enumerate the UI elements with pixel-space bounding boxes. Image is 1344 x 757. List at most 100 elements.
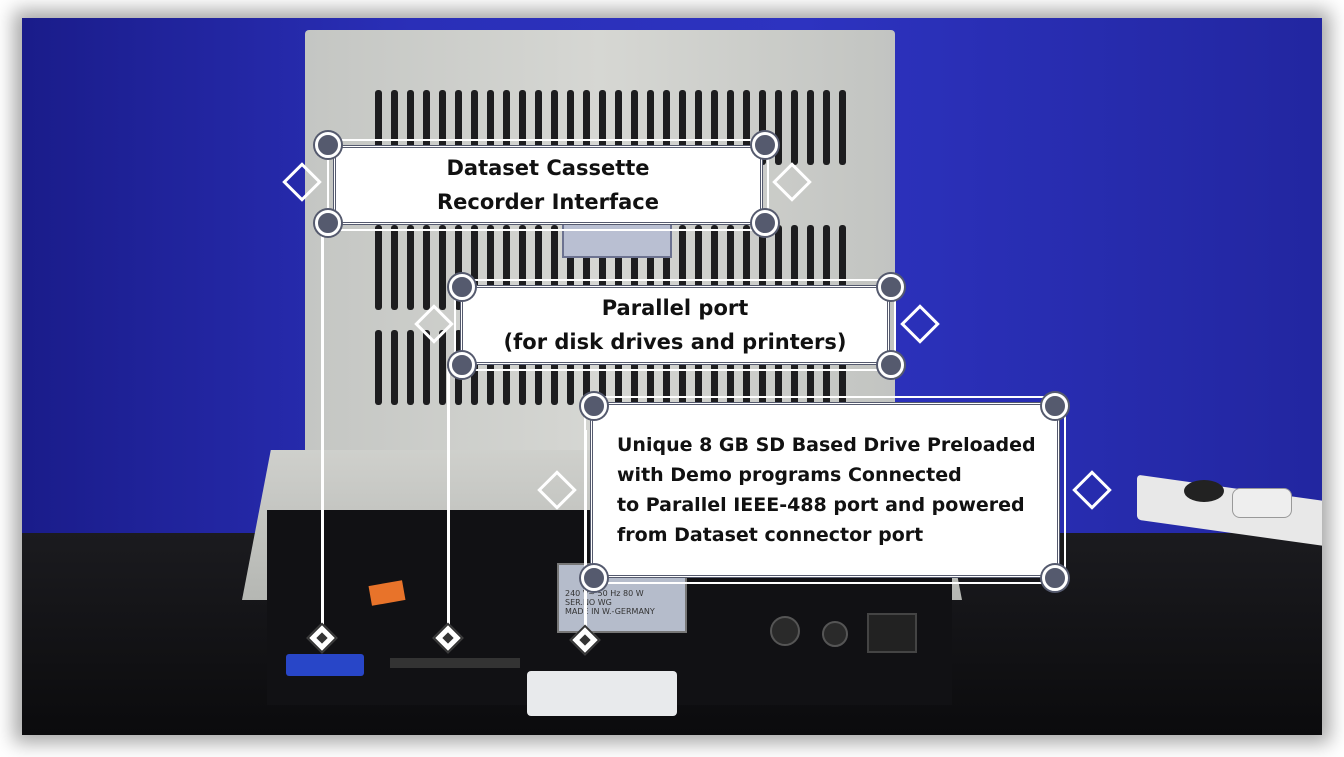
vent-slot	[567, 330, 574, 405]
vent-slot	[487, 90, 494, 165]
callout-text: Recorder Interface	[437, 190, 659, 214]
ornament-icon	[449, 352, 475, 378]
vent-slot	[615, 225, 622, 310]
vent-slot	[743, 225, 750, 310]
vent-slot	[487, 330, 494, 405]
vent-slot	[807, 90, 814, 165]
vent-slot	[551, 225, 558, 310]
vent-slot	[535, 330, 542, 405]
vent-slot	[663, 330, 670, 405]
vent-slot	[647, 90, 654, 165]
vent-slot	[567, 90, 574, 165]
vent-slot	[487, 225, 494, 310]
vent-slot	[535, 90, 542, 165]
callout-text: from Dataset connector port	[617, 524, 924, 546]
vent-slot	[663, 90, 670, 165]
vent-slot	[599, 225, 606, 310]
vent-slot	[423, 330, 430, 405]
connector-round	[822, 621, 848, 647]
ornament-icon	[449, 274, 475, 300]
vent-slot	[407, 330, 414, 405]
vent-slot	[551, 330, 558, 405]
vent-slot	[775, 90, 782, 165]
vent-slot	[775, 225, 782, 310]
ornament-icon	[315, 132, 341, 158]
callout-sd-drive: Unique 8 GB SD Based Drive Preloaded wit…	[584, 396, 1066, 584]
callout-text: (for disk drives and printers)	[503, 330, 847, 354]
ornament-icon	[752, 132, 778, 158]
vent-slot	[439, 330, 446, 405]
callout-text: to Parallel IEEE-488 port and powered	[617, 494, 1025, 516]
vent-slot	[791, 225, 798, 310]
callout-dataset-interface: Dataset Cassette Recorder Interface	[327, 139, 769, 231]
vent-slot	[599, 90, 606, 165]
vent-slot	[375, 225, 382, 310]
callout-text: Unique 8 GB SD Based Drive Preloaded	[617, 434, 1036, 456]
vent-slot	[535, 225, 542, 310]
vent-slot	[743, 90, 750, 165]
plug	[1232, 488, 1292, 518]
vent-slot	[791, 90, 798, 165]
vent-slot	[615, 330, 622, 405]
vent-slot	[679, 225, 686, 310]
parallel-port-slot	[390, 658, 520, 668]
power-socket	[867, 613, 917, 653]
ornament-icon	[1042, 565, 1068, 591]
rating-text: 240 V~ 50 Hz 80 W	[565, 589, 644, 598]
ornament-icon	[315, 210, 341, 236]
ornament-icon	[878, 352, 904, 378]
vent-slot	[647, 225, 654, 310]
vent-slot	[503, 225, 510, 310]
vent-slot	[759, 330, 766, 405]
serial-text: SER.NO WG	[565, 598, 612, 607]
vent-slot	[647, 330, 654, 405]
vent-slot	[823, 225, 830, 310]
vent-slot	[663, 225, 670, 310]
vent-slot	[391, 330, 398, 405]
vent-slot	[423, 225, 430, 310]
vent-slot	[631, 330, 638, 405]
vent-slot	[471, 225, 478, 310]
vent-slot	[823, 90, 830, 165]
vent-slot	[727, 225, 734, 310]
origin-text: MADE IN W.-GERMANY	[565, 607, 655, 616]
vent-slot	[519, 225, 526, 310]
vent-slot	[599, 330, 606, 405]
vent-slot	[711, 330, 718, 405]
vent-slot	[695, 225, 702, 310]
vent-slot	[759, 90, 766, 165]
vent-slot	[423, 90, 430, 165]
vent-slot	[551, 90, 558, 165]
sd-drive	[527, 671, 677, 716]
vent-slot	[695, 90, 702, 165]
vent-slot	[743, 330, 750, 405]
leader-line	[447, 368, 450, 630]
vent-slot	[679, 330, 686, 405]
vent-slot	[679, 90, 686, 165]
vent-slot	[775, 330, 782, 405]
vent-slot	[407, 90, 414, 165]
connector-round	[770, 616, 800, 646]
vent-slot	[615, 90, 622, 165]
vent-slot	[407, 225, 414, 310]
leader-line	[321, 228, 324, 630]
vent-slot	[631, 90, 638, 165]
vent-slot	[695, 330, 702, 405]
vent-slot	[807, 225, 814, 310]
callout-text: Parallel port	[601, 296, 749, 320]
vent-slot	[455, 225, 462, 310]
ornament-icon	[752, 210, 778, 236]
vent-slot	[439, 225, 446, 310]
vent-slot	[455, 90, 462, 165]
ornament-icon	[581, 565, 607, 591]
callout-text: Dataset Cassette	[446, 156, 650, 180]
vent-slot	[727, 90, 734, 165]
vent-slot	[391, 225, 398, 310]
plug	[1184, 480, 1224, 502]
leader-line	[584, 430, 587, 632]
vent-slot	[711, 225, 718, 310]
vent-slot	[839, 225, 846, 310]
vent-slot	[583, 90, 590, 165]
vent-slot	[759, 225, 766, 310]
vent-slot	[519, 330, 526, 405]
